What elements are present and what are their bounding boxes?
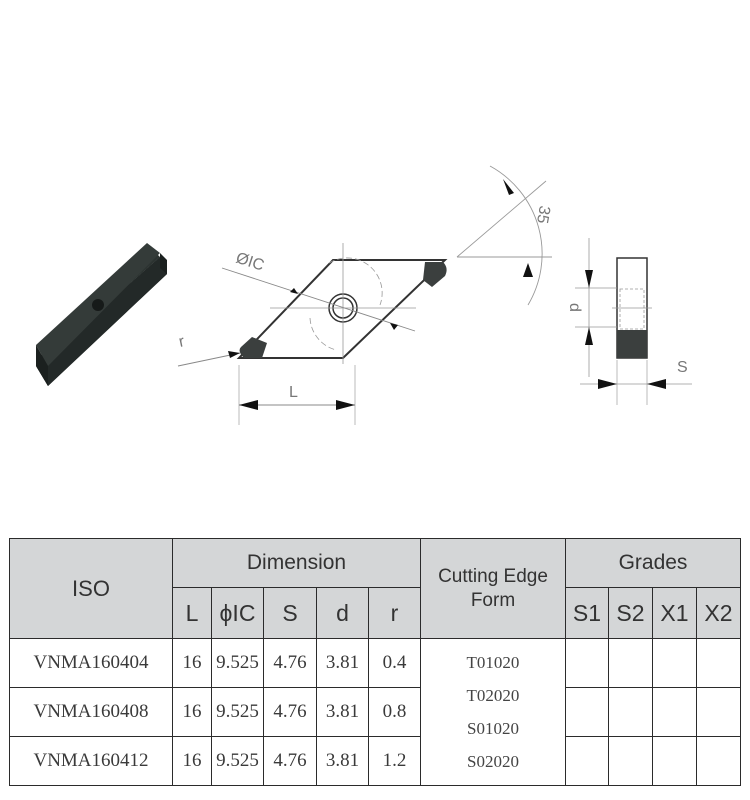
s-cell: 4.76 — [263, 736, 317, 786]
spec-table: ISO Dimension Cutting Edge Form Grades L… — [9, 538, 741, 786]
iso-cell: VNMA160408 — [9, 687, 173, 737]
grade-x1-cell — [652, 687, 697, 737]
iso-cell: VNMA160412 — [9, 736, 173, 786]
l-cell: 16 — [172, 736, 212, 786]
col-header-s2: S2 — [608, 587, 653, 639]
grade-s2-cell — [608, 687, 653, 737]
s-cell: 4.76 — [263, 687, 317, 737]
s-label: S — [677, 359, 688, 376]
s-cell: 4.76 — [263, 638, 317, 688]
grade-s1-cell — [565, 638, 609, 688]
grade-x2-cell — [696, 736, 741, 786]
cutting-edge-form-cell: T01020 T02020 S01020 S02020 — [420, 638, 566, 786]
grade-x2-cell — [696, 687, 741, 737]
col-header-x1: X1 — [652, 587, 697, 639]
col-header-r: r — [368, 587, 421, 639]
cutting-edge-form-header-line1: Cutting Edge — [438, 565, 548, 587]
l-cell: 16 — [172, 687, 212, 737]
table-row: VNMA160408 16 9.525 4.76 3.81 0.8 — [9, 687, 741, 737]
grade-x1-cell — [652, 736, 697, 786]
length-label: L — [289, 384, 298, 401]
col-header-s1: S1 — [565, 587, 609, 639]
form-item: T01020 — [466, 653, 520, 672]
r-cell: 0.4 — [368, 638, 421, 688]
grade-x1-cell — [652, 638, 697, 688]
iso-header: ISO — [9, 538, 173, 639]
grades-header: Grades — [565, 538, 741, 588]
d-cell: 3.81 — [316, 736, 369, 786]
insert-technical-drawing: ØIC r L 35 d S — [36, 165, 692, 425]
insert-3d-render — [36, 243, 167, 386]
col-header-ic: ϕIC — [211, 587, 264, 639]
grade-s2-cell — [608, 638, 653, 688]
iso-cell: VNMA160404 — [9, 638, 173, 688]
cutting-edge-form-header: Cutting Edge Form — [420, 538, 566, 639]
form-item: S01020 — [467, 719, 519, 738]
form-item: T02020 — [466, 686, 520, 705]
grade-s1-cell — [565, 687, 609, 737]
dimension-header: Dimension — [172, 538, 421, 588]
grade-x2-cell — [696, 638, 741, 688]
ic-cell: 9.525 — [211, 687, 264, 737]
d-cell: 3.81 — [316, 687, 369, 737]
col-header-x2: X2 — [696, 587, 741, 639]
table-row: VNMA160412 16 9.525 4.76 3.81 1.2 — [9, 736, 741, 786]
r-cell: 1.2 — [368, 736, 421, 786]
radius-label: r — [177, 333, 186, 351]
r-cell: 0.8 — [368, 687, 421, 737]
grade-s2-cell — [608, 736, 653, 786]
col-header-L: L — [172, 587, 212, 639]
grade-s1-cell — [565, 736, 609, 786]
col-header-d: d — [316, 587, 369, 639]
cutting-edge-form-header-line2: Form — [470, 589, 516, 611]
d-cell: 3.81 — [316, 638, 369, 688]
form-item: S02020 — [467, 752, 519, 771]
col-header-s: S — [263, 587, 317, 639]
insert-top-view — [177, 165, 552, 425]
l-cell: 16 — [172, 638, 212, 688]
ic-cell: 9.525 — [211, 638, 264, 688]
ic-label: ØIC — [234, 250, 266, 275]
insert-side-view — [575, 238, 692, 405]
angle-label: 35 — [533, 204, 553, 225]
table-row: VNMA160404 16 9.525 4.76 3.81 0.4 T01020… — [9, 638, 741, 786]
d-label: d — [566, 303, 583, 312]
ic-cell: 9.525 — [211, 736, 264, 786]
